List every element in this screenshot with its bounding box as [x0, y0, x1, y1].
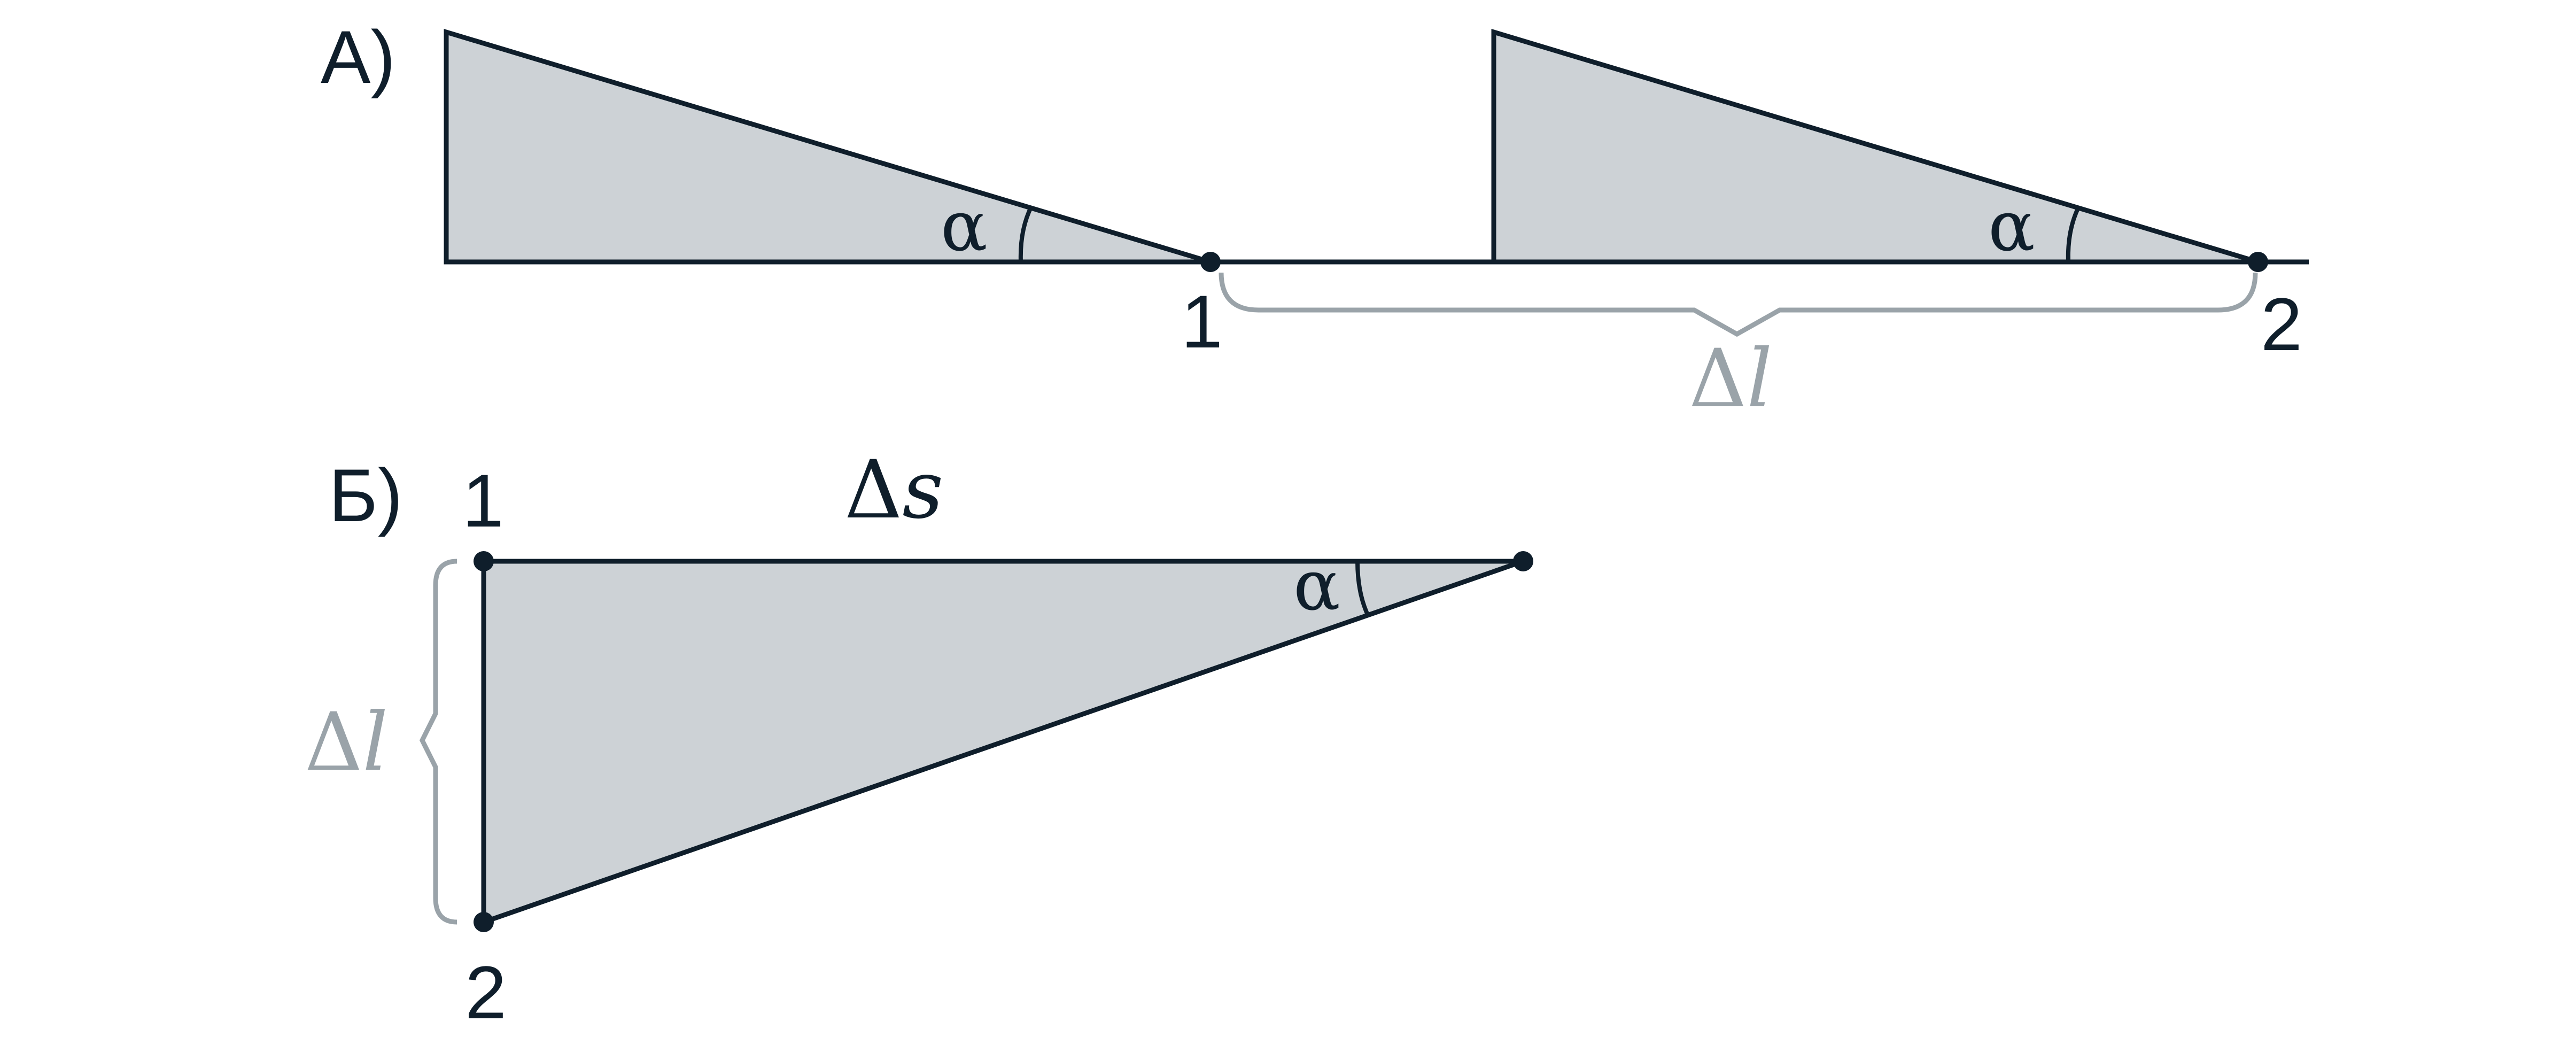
l-symbol: l — [1747, 332, 1772, 425]
vertex-dot-b — [1513, 551, 1533, 571]
angle-arc-right — [2066, 205, 2081, 262]
delta-s-label: Δs — [844, 444, 943, 537]
brace-vertical-label: Δl — [305, 696, 388, 789]
delta-symbol-b: Δ — [844, 444, 902, 537]
s-symbol: s — [902, 444, 943, 537]
angle-label-right: α — [1988, 185, 2035, 267]
panel-b-label: Б) — [329, 453, 403, 537]
wedge-left — [444, 28, 1212, 265]
panel-a: А) α α 1 2 Δl — [321, 15, 2309, 425]
angle-label-b: α — [1293, 545, 1340, 626]
point-1-label-b: 1 — [462, 459, 504, 543]
l-symbol-b: l — [362, 696, 388, 789]
angle-arc-left — [1018, 205, 1034, 262]
point-1-dot-b — [474, 551, 494, 571]
triangle-b — [481, 559, 1524, 926]
point-2-dot-b — [474, 912, 494, 932]
angle-label-left: α — [941, 185, 988, 267]
panel-b: Б) α 1 2 Δs Δl — [305, 444, 1533, 1034]
brace-vertical — [419, 559, 457, 925]
delta-symbol: Δ — [1689, 332, 1747, 425]
angle-arc-b — [1355, 561, 1370, 617]
point-2-label: 2 — [2261, 282, 2302, 366]
point-1-dot — [1200, 252, 1221, 272]
brace-horizontal — [1219, 272, 2258, 337]
delta-symbol-c: Δ — [305, 696, 362, 789]
panel-a-label: А) — [321, 15, 395, 99]
brace-horizontal-label: Δl — [1689, 332, 1772, 425]
point-2-label-b: 2 — [465, 950, 507, 1034]
point-2-dot — [2248, 252, 2268, 272]
wedge-right — [1491, 28, 2259, 265]
point-1-label: 1 — [1181, 280, 1223, 363]
